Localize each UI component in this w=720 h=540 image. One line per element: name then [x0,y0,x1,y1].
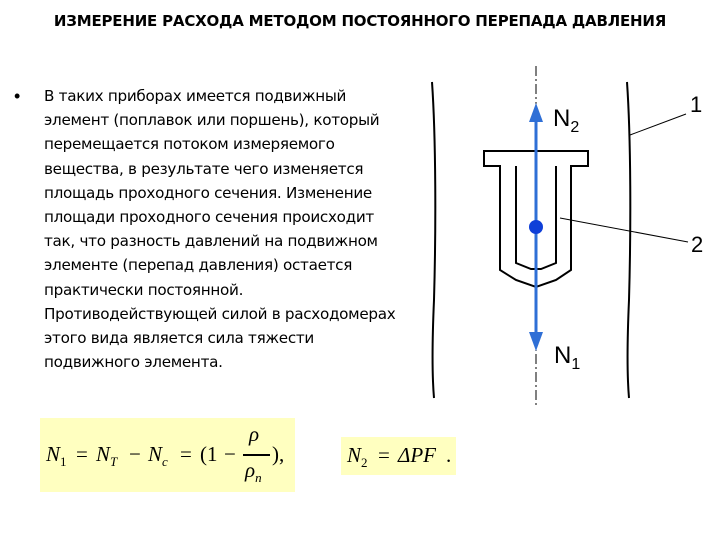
tube-right-wall [626,81,632,399]
formula-n1-minus2: − [224,442,236,466]
arrow-down-head-n1 [529,332,543,351]
formula-paren-open: (1 [200,442,218,466]
formula-n1-minus: − [129,442,141,466]
formula-numerator: ρ [249,422,260,446]
arrow-up-head-n2 [529,103,543,122]
callout-line-1 [629,113,687,136]
formula-n1-eq2: = [180,442,192,466]
formula-nt: NT [96,442,118,469]
center-of-mass-dot [529,220,543,234]
slide-title: ИЗМЕРЕНИЕ РАСХОДА МЕТОДОМ ПОСТОЯННОГО ПЕ… [53,12,667,30]
callout-label-1: 1 [690,92,702,117]
formula-n1-box: N1 = NT − Nc = (1 − ρ ρп ), [40,418,295,492]
formula-denominator: ρп [245,458,262,485]
tube-left-wall [431,81,437,399]
formula-n1-lhs: N1 [46,442,67,469]
float-outline [483,150,589,289]
callout-label-2: 2 [691,232,703,257]
label-n2: N2 [553,105,579,136]
formula-n2-rhs: ΔPF [398,443,436,467]
formula-n2-box: N2 = ΔPF . [341,437,456,475]
fraction-bar [243,454,270,456]
formula-n2-eq: = [378,443,390,467]
formula-n2-dot: . [446,443,452,467]
bullet-text: В таких приборах имеется подвижный элеме… [44,87,396,372]
formula-n2-lhs: N2 [347,443,368,470]
label-n1: N1 [554,342,580,373]
formula-n1-eq1: = [76,442,88,466]
bullet-dot: • [14,86,21,106]
formula-nc: Nc [148,442,168,469]
formula-paren-close: ), [272,442,285,466]
callout-line-2 [559,217,689,243]
